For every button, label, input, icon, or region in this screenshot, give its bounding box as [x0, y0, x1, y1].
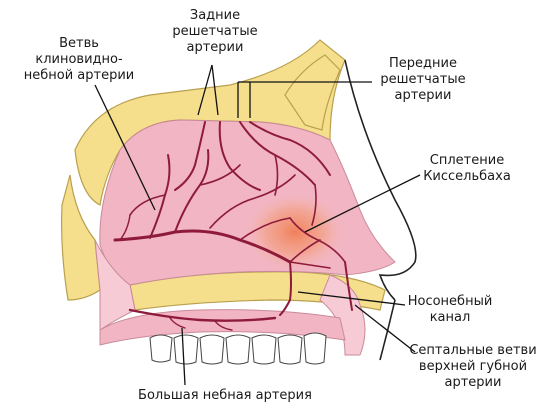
teeth	[150, 333, 326, 364]
label-nasopalatine-canal: Носонебный канал	[400, 294, 500, 326]
label-anterior-ethmoidal-arteries: Передние решетчатые артерии	[368, 56, 478, 104]
label-greater-palatine-artery: Большая небная артерия	[120, 388, 330, 404]
label-kiesselbach-plexus: Сплетение Киссельбаха	[412, 153, 522, 185]
kiesselbach-plexus-area	[247, 194, 343, 270]
label-posterior-ethmoidal-arteries: Задние решетчатые артерии	[160, 8, 270, 56]
label-septal-branches: Септальные ветви верхней губной артерии	[404, 343, 542, 391]
label-sphenopalatine-branch: Ветвь клиновидно- небной артерии	[4, 36, 154, 84]
